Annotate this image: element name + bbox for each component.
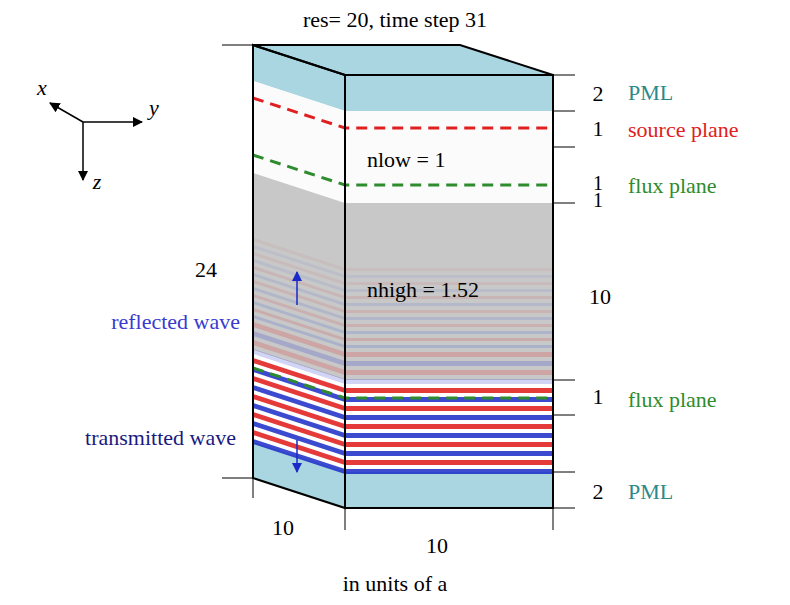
reflected-arrow <box>296 272 298 305</box>
caption: in units of a <box>343 573 448 595</box>
transmitted-wave-stripe <box>345 388 553 393</box>
transmitted-wave-stripe <box>345 352 553 357</box>
layer-label: PML <box>628 82 673 104</box>
dimension-tick <box>222 45 253 46</box>
dimension-label: 24 <box>195 259 217 281</box>
transmitted-wave-stripe <box>345 415 553 420</box>
reflected-wave-stripe <box>345 310 553 313</box>
dimension-label: 2 <box>593 481 604 503</box>
reflected-wave-stripe <box>345 324 553 327</box>
pml-layer <box>253 442 345 508</box>
transmitted-wave-stripe <box>345 442 553 447</box>
transmitted-wave-stripe <box>345 460 553 465</box>
dimension-tick <box>553 508 575 509</box>
reflected-wave-stripe <box>345 331 553 334</box>
transmitted-wave-stripe <box>345 433 553 438</box>
dimension-tick <box>553 415 575 416</box>
axis-label: x <box>37 77 47 99</box>
pml-layer <box>345 75 553 111</box>
dimension-tick <box>553 147 575 148</box>
transmitted-wave-stripe <box>345 406 553 411</box>
dimension-tick <box>553 111 575 112</box>
reflected-wave-stripe <box>345 317 553 320</box>
index-label: nhigh = 1.52 <box>367 279 479 301</box>
flux-plane-line <box>253 368 553 398</box>
dimension-label: 10 <box>272 517 294 539</box>
dimension-label: 10 <box>589 286 611 308</box>
source-plane-line <box>253 98 553 128</box>
low-index-layer <box>345 111 553 203</box>
reflected-wave-stripe <box>345 338 553 341</box>
reflected-wave-stripe <box>345 275 553 278</box>
dimension-tick <box>553 203 575 204</box>
wave-label: transmitted wave <box>85 427 236 449</box>
reflected-wave-stripe <box>345 268 553 271</box>
reflected-wave-stripe <box>345 303 553 306</box>
dimension-tick <box>553 380 575 381</box>
transmitted-wave-stripe <box>345 370 553 375</box>
dimension-label: 1 <box>593 190 603 210</box>
wave-label: reflected wave <box>111 311 240 333</box>
dimension-tick <box>553 472 575 473</box>
layer-label: PML <box>628 481 673 503</box>
front-face-outline <box>345 75 553 508</box>
transmitted-wave-stripe <box>345 424 553 429</box>
transmitted-wave-stripe <box>253 439 345 474</box>
reflected-wave-stripe <box>253 315 345 348</box>
pml-layer <box>345 472 553 508</box>
axis-arrow <box>82 122 84 180</box>
high-index-layer <box>345 203 553 380</box>
dimension-tick <box>253 478 254 498</box>
dimension-tick <box>345 508 346 530</box>
high-index-layer <box>253 173 345 380</box>
transmitted-wave-stripe <box>345 361 553 366</box>
dimension-label: 2 <box>593 83 604 105</box>
transmitted-wave-stripe <box>345 451 553 456</box>
transmitted-wave-stripe <box>345 379 553 384</box>
dimension-tick <box>553 508 554 530</box>
transmitted-wave-stripe <box>345 469 553 474</box>
index-label: nlow = 1 <box>367 149 445 171</box>
plane-label: source plane <box>628 119 739 141</box>
axis-arrow <box>83 121 142 123</box>
side-face-outline <box>253 45 345 508</box>
plane-label: flux plane <box>628 175 717 197</box>
dimension-label: 10 <box>426 535 448 557</box>
dimension-tick <box>222 478 253 479</box>
dimension-tick <box>553 75 575 76</box>
plane-label: flux plane <box>628 389 717 411</box>
dimension-label: 1 <box>593 118 604 140</box>
transmission-layer <box>345 380 553 472</box>
reflected-wave-stripe <box>345 345 553 348</box>
axis-label: y <box>149 97 159 119</box>
axis-label: z <box>93 171 102 193</box>
title: res= 20, time step 31 <box>303 9 487 31</box>
dimension-label: 1 <box>593 386 604 408</box>
transmitted-arrow <box>296 440 298 472</box>
axis-arrow <box>50 103 83 122</box>
